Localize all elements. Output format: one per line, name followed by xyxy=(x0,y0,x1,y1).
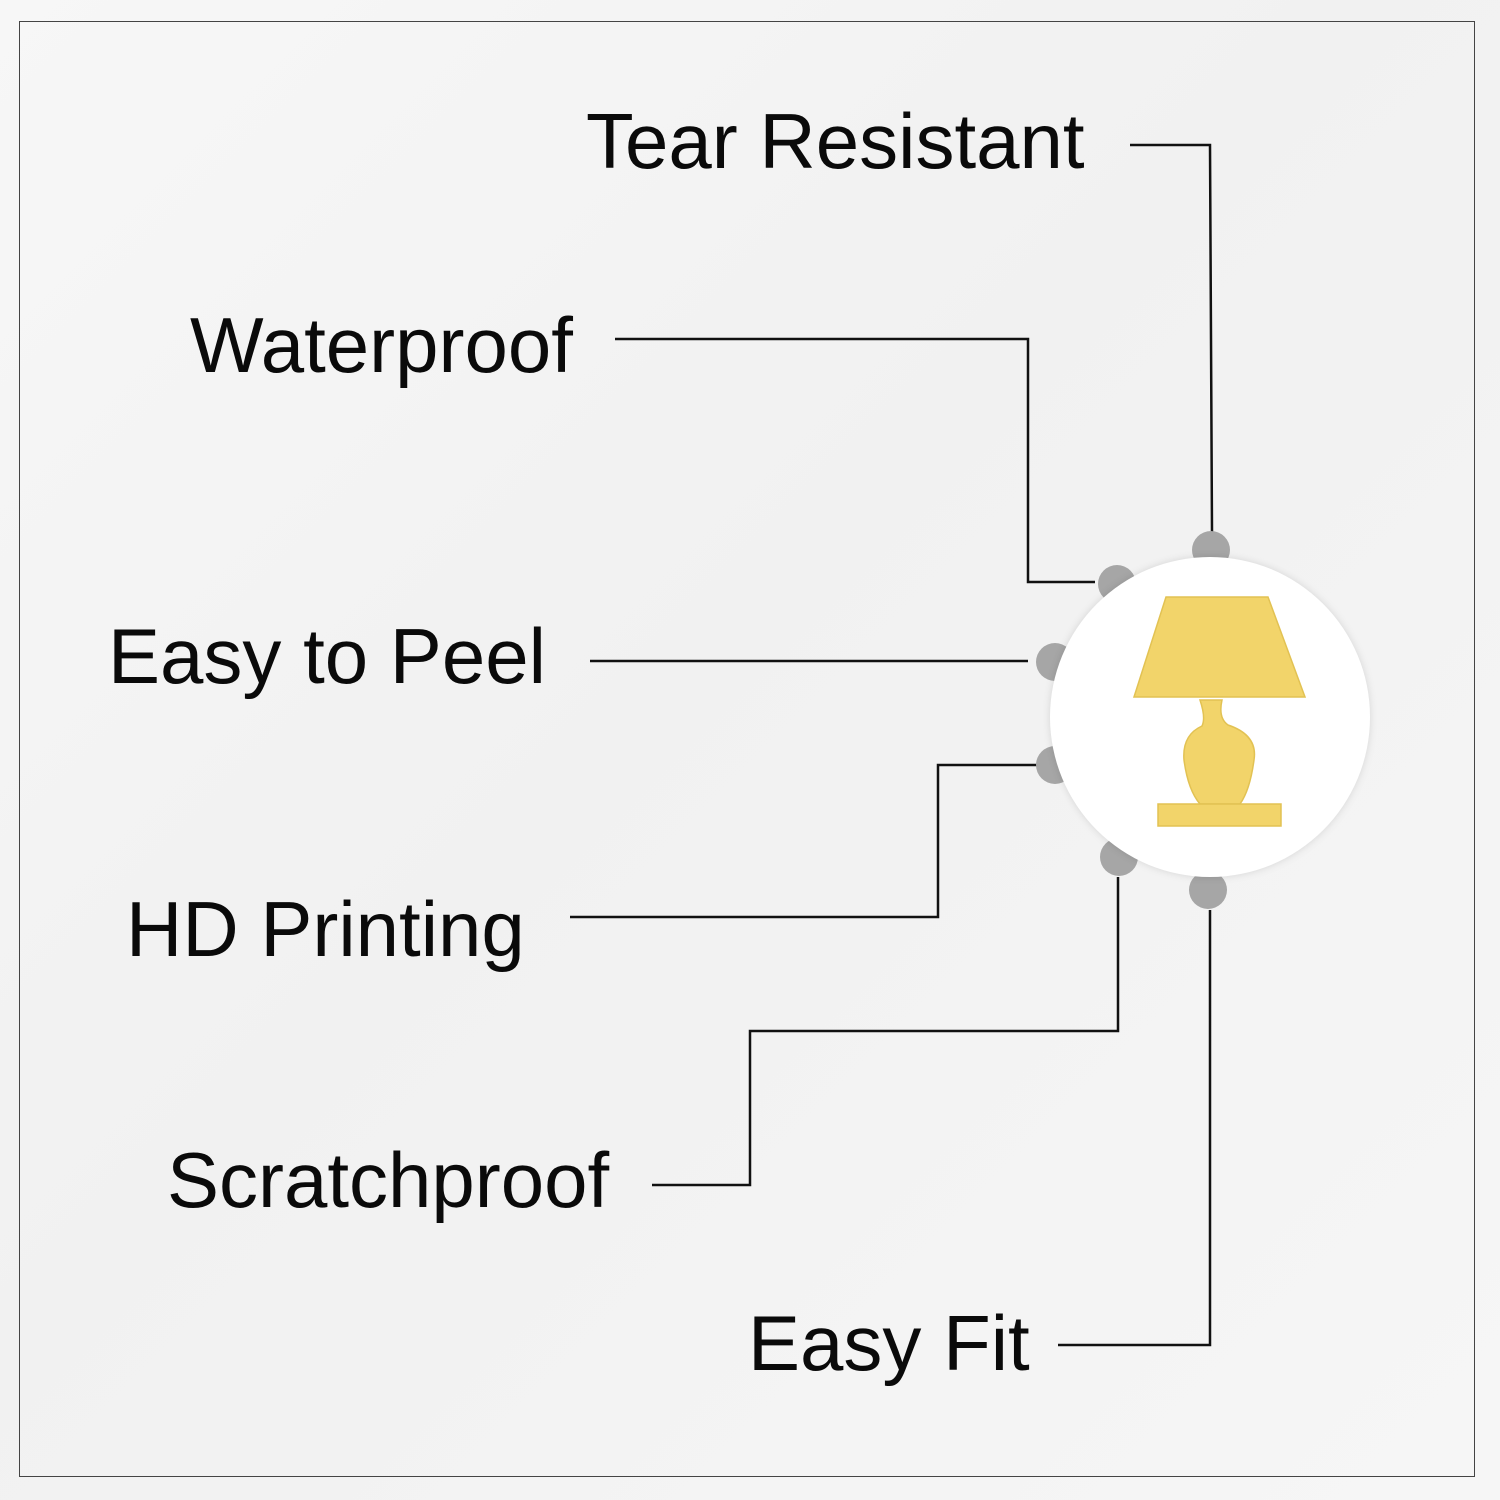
feature-hd-printing: HD Printing xyxy=(126,885,525,973)
connector-hd-printing xyxy=(570,763,1040,919)
dot xyxy=(1189,871,1227,909)
feature-waterproof: Waterproof xyxy=(190,301,573,389)
feature-tear-resistant: Tear Resistant xyxy=(586,97,1085,185)
feature-scratchproof: Scratchproof xyxy=(167,1136,610,1224)
connector-scratchproof xyxy=(652,877,1120,1187)
feature-easy-fit: Easy Fit xyxy=(748,1299,1030,1387)
connector-waterproof xyxy=(615,337,1095,584)
feature-easy-to-peel: Easy to Peel xyxy=(108,612,546,700)
image-frame xyxy=(19,21,1475,1477)
connector-tear-resistant xyxy=(1130,143,1214,533)
lamp-icon xyxy=(1132,596,1307,827)
connector-easy-fit xyxy=(1058,910,1212,1347)
